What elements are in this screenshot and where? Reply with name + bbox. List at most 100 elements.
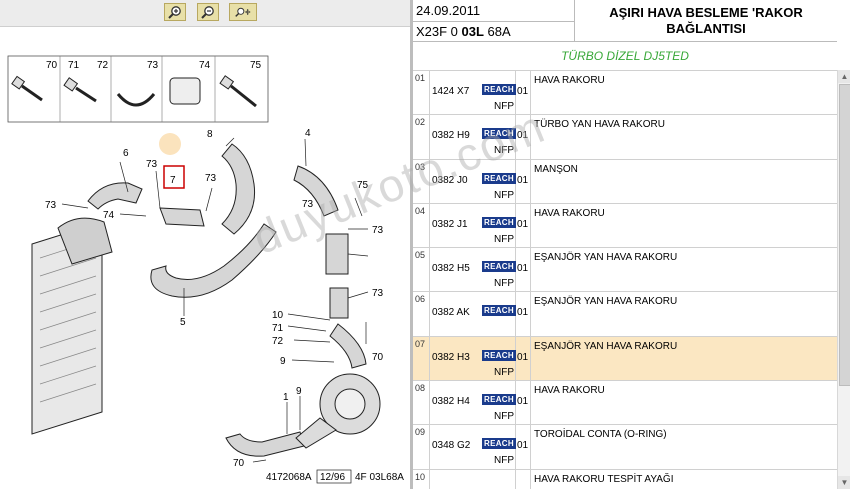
callout-71: 71 (272, 323, 284, 334)
turbocharger (295, 373, 381, 449)
callout-72: 72 (272, 336, 284, 347)
part-description: EŞANJÖR YAN HAVA RAKORU (534, 252, 678, 264)
fastener-label-73: 73 (147, 60, 159, 71)
parts-pane: 24.09.2011 X23F 0 03L 68A AŞIRI HAVA BES… (413, 0, 850, 489)
row-number: 08 (413, 381, 430, 425)
diagram-ref-number: 4172068A (266, 472, 312, 483)
reach-badge: REACH (482, 128, 516, 140)
part-number[interactable]: 0382 J1 (432, 218, 468, 230)
part-cell: 0382 H5 REACH NFP (430, 248, 516, 292)
table-row[interactable]: 10 HAVA RAKORU TESPİT AYAĞI (413, 468, 837, 489)
part-number[interactable]: 0382 H4 (432, 396, 470, 408)
nfp-label: NFP (494, 278, 514, 290)
callout-73a: 73 (146, 159, 158, 170)
part-description: HAVA RAKORU (534, 385, 605, 397)
catalog-date: 24.09.2011 (413, 0, 575, 22)
row-number: 02 (413, 115, 430, 159)
callout-5: 5 (180, 317, 186, 328)
diagram-ref-date: 12/96 (320, 472, 345, 483)
part-description: MANŞON (534, 163, 578, 175)
page-title: AŞIRI HAVA BESLEME 'RAKOR BAĞLANTISI (575, 0, 837, 42)
zoom-fit-button[interactable] (229, 3, 257, 21)
zoom-out-button[interactable] (197, 3, 219, 21)
reach-badge: REACH (482, 261, 516, 273)
diagram-ref-code: 4F 03L68A (355, 472, 404, 483)
fastener-label-71: 71 (68, 60, 80, 71)
part-number[interactable]: 0382 AK (432, 307, 470, 319)
zoom-in-icon (168, 6, 181, 19)
zoom-in-button[interactable] (164, 3, 186, 21)
quantity: 01 (515, 336, 531, 381)
quantity (515, 469, 531, 489)
highlight-marker (159, 133, 181, 155)
code-prefix: X23F 0 (416, 24, 462, 39)
callout-7: 7 (170, 175, 176, 186)
quantity: 01 (515, 115, 531, 159)
nfp-label: NFP (494, 145, 514, 157)
page-title-line2: BAĞLANTISI (666, 21, 746, 36)
row-number: 01 (413, 71, 430, 115)
callout-4: 4 (305, 128, 311, 139)
scroll-up-icon[interactable]: ▲ (838, 70, 850, 83)
intercooler (31, 217, 113, 435)
callout-75: 75 (357, 180, 369, 191)
code-suffix: 68A (483, 24, 511, 39)
row-number: 09 (413, 425, 430, 469)
part-cell: 0382 AK REACH (430, 292, 516, 336)
part-description: EŞANJÖR YAN HAVA RAKORU (534, 296, 678, 308)
fastener-label-74: 74 (199, 60, 211, 71)
part-description: TOROİDAL CONTA (O-RING) (534, 429, 667, 441)
callout-7-highlight (163, 165, 185, 189)
reach-badge: REACH (482, 172, 516, 184)
part-description: HAVA RAKORU (534, 75, 605, 86)
nfp-label: NFP (494, 101, 514, 112)
fastener-label-70: 70 (46, 60, 58, 71)
callout-labels: 8 4 6 73 7 73 73 74 75 73 73 73 5 10 71 … (45, 128, 384, 469)
row-number: 10 (413, 469, 430, 489)
callout-73c: 73 (45, 200, 57, 211)
part-description: EŞANJÖR YAN HAVA RAKORU (534, 340, 678, 352)
code-bold: 03L (461, 24, 484, 39)
row-number: 07 (413, 336, 430, 381)
nfp-label: NFP (494, 366, 514, 378)
part-cell (430, 469, 516, 489)
part-number[interactable]: 0348 G2 (432, 440, 471, 452)
scrollbar-thumb[interactable] (839, 84, 850, 386)
scrollbar[interactable]: ▲ ▼ (837, 70, 850, 489)
hoses (87, 143, 367, 457)
scroll-down-icon[interactable]: ▼ (838, 476, 850, 489)
quantity: 01 (515, 71, 531, 115)
engine-subtitle: TÜRBO DİZEL DJ5TED (561, 49, 689, 63)
row-number: 06 (413, 292, 430, 336)
part-number[interactable]: 0382 H3 (432, 351, 470, 363)
row-number: 03 (413, 159, 430, 203)
quantity: 01 (515, 248, 531, 292)
callout-74: 74 (103, 210, 115, 221)
part-number[interactable]: 0382 H5 (432, 263, 470, 275)
part-number[interactable]: 0382 J0 (432, 174, 468, 186)
quantity: 01 (515, 292, 531, 336)
quantity: 01 (515, 381, 531, 425)
zoom-fit-icon (235, 7, 251, 17)
callout-9b: 9 (296, 386, 302, 397)
quantity: 01 (515, 425, 531, 469)
reach-badge: REACH (482, 438, 516, 450)
part-number[interactable]: 1424 X7 (432, 86, 470, 97)
part-number[interactable]: 0382 H9 (432, 130, 470, 142)
pane-divider[interactable] (410, 0, 413, 489)
part-description: HAVA RAKORU TESPİT AYAĞI (534, 473, 674, 485)
reach-badge: REACH (482, 305, 516, 317)
